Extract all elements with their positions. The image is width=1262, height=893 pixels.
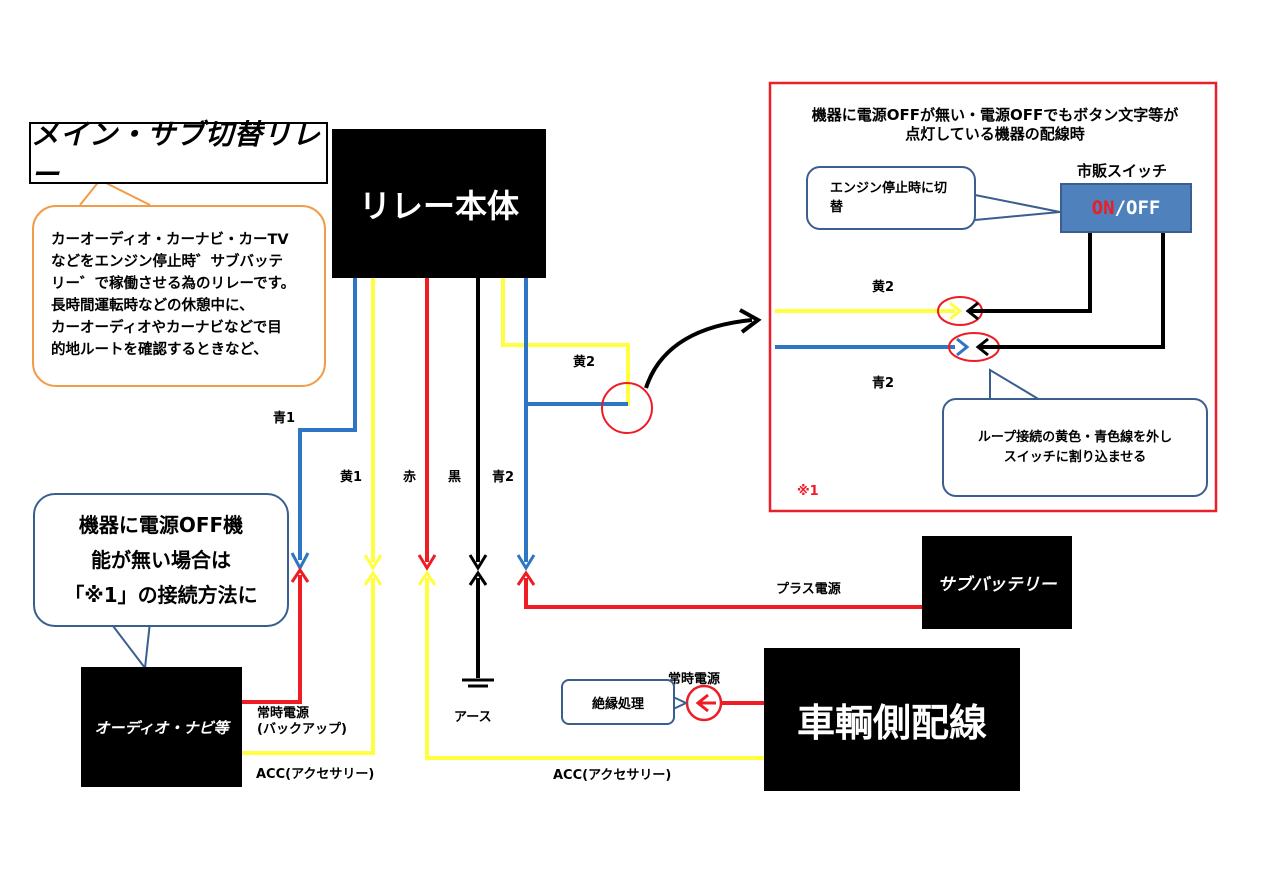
- panel-title-line: 点灯している機器の配線時: [905, 125, 1085, 143]
- switch-wire-on-arrow: [965, 301, 979, 321]
- sub-battery-label: サブバッテリー: [937, 575, 1057, 595]
- panel-border: [768, 81, 1218, 513]
- wire-yellow-acc-left: [242, 578, 375, 755]
- wire-red-plus: [524, 578, 922, 609]
- vehicle-wiring-label: 車輌側配線: [796, 701, 987, 745]
- description-line: 長時間運転時などの休憩中に、: [51, 298, 254, 314]
- loop-highlight-circle: [601, 382, 653, 434]
- panel-title: 機器に電源OFFが無い・電源OFFでもボタン文字等が 点灯している機器の配線時: [775, 106, 1215, 144]
- panel-label-yellow2: 黄2: [872, 280, 895, 295]
- panel-yellow-connector: [949, 301, 963, 321]
- description-line: 的地ルートを確認するときなど、: [51, 342, 268, 358]
- panel-label-blue2: 青2: [872, 376, 895, 391]
- switch-wire-off-arrow: [975, 337, 989, 357]
- loop-bubble: ループ接続の黄色・青色線を外し スイッチに割り込ませる: [942, 398, 1208, 497]
- connector-blue2: [516, 554, 536, 571]
- acc-bottom-label: ACC(アクセサリー): [553, 768, 672, 783]
- loop-bubble-line: スイッチに割り込ませる: [1003, 449, 1147, 465]
- wire-label-black: 黒: [448, 470, 462, 485]
- wire-red-backup: [242, 575, 302, 704]
- connector-yellow1-bottom: [363, 570, 383, 586]
- pointer-arrowhead: [739, 308, 762, 334]
- constant-power-label: 常時電源: [668, 672, 721, 687]
- wire-yellow2-loop: [501, 278, 630, 406]
- wire-label-blue2: 青2: [492, 470, 515, 485]
- panel-blue-connector: [956, 337, 970, 357]
- engine-stop-bubble: エンジン停止時に切 替: [806, 166, 976, 230]
- relay-body: リレー本体: [332, 129, 546, 278]
- connector-yellow-acc-bottom: [417, 570, 437, 586]
- plus-power-label: プラス電源: [776, 582, 841, 597]
- switch-off-label: OFF: [1126, 197, 1161, 219]
- connector-black-top: [468, 554, 488, 571]
- switch-on-label: ON: [1091, 197, 1115, 219]
- wire-yellow-acc-bottom: [425, 578, 764, 760]
- wire-label-red: 赤: [403, 470, 417, 485]
- commercial-switch: ON / OFF: [1060, 183, 1192, 233]
- sub-battery-box: サブバッテリー: [922, 536, 1072, 629]
- vehicle-wiring-box: 車輌側配線: [764, 648, 1020, 791]
- insulation-label: 絶縁処理: [591, 696, 644, 712]
- pointer-arrow: [644, 318, 753, 389]
- connector-black-bottom: [468, 570, 488, 586]
- description-bubble: カーオーディオ・カーナビ・カーTV などをエンジン停止時゛サブバッテ リー゛で稼…: [32, 205, 326, 387]
- connector-red-backup: [290, 567, 310, 583]
- insulation-bubble: 絶縁処理: [561, 679, 675, 725]
- description-line: リー゛で稼働させる為のリレーです。: [51, 276, 296, 292]
- warning-line: 「※1」の接続方法に: [64, 582, 258, 607]
- audio-navi-box: オーディオ・ナビ等: [81, 667, 242, 787]
- panel-title-line: 機器に電源OFFが無い・電源OFFでもボタン文字等が: [811, 106, 1179, 124]
- loop-bubble-tail: [989, 368, 1041, 401]
- backup-power-label: 常時電源 (バックアップ): [257, 706, 347, 738]
- wire-label-yellow1: 黄1: [340, 470, 363, 485]
- warning-line: 機器に電源OFF機: [78, 512, 244, 537]
- wire-blue1: [298, 278, 357, 560]
- connector-red-top: [417, 554, 437, 571]
- switch-wire-on: [968, 233, 1092, 313]
- engine-bubble-line: エンジン停止時に切: [830, 181, 948, 196]
- backup-power-line: 常時電源: [257, 706, 310, 721]
- wire-label-yellow2: 黄2: [573, 355, 596, 370]
- switch-separator: /: [1114, 197, 1126, 219]
- acc-left-label: ACC(アクセサリー): [256, 767, 375, 782]
- loop-bubble-line: ループ接続の黄色・青色線を外し: [977, 429, 1173, 445]
- warning-bubble-tail: [109, 621, 151, 671]
- engine-bubble-line: 替: [830, 200, 844, 215]
- warning-bubble: 機器に電源OFF機 能が無い場合は 「※1」の接続方法に: [33, 493, 289, 627]
- relay-body-label: リレー本体: [358, 186, 519, 225]
- title-text: メイン・サブ切替リレー: [31, 118, 322, 191]
- connector-red-plus: [516, 570, 536, 586]
- description-line: などをエンジン停止時゛サブバッテ: [51, 254, 283, 270]
- switch-title: 市販スイッチ: [1077, 162, 1168, 180]
- ground-label: アース: [454, 710, 492, 725]
- engine-bubble-tail: [974, 194, 1061, 221]
- wire-label-blue1: 青1: [273, 411, 296, 426]
- description-line: カーオーディオやカーナビなどで目: [51, 320, 282, 336]
- panel-note: ※1: [797, 484, 819, 499]
- backup-power-line: (バックアップ): [257, 722, 347, 737]
- title-box: メイン・サブ切替リレー: [29, 118, 328, 191]
- audio-navi-label: オーディオ・ナビ等: [94, 718, 229, 737]
- switch-wire-off: [978, 233, 1165, 349]
- warning-line: 能が無い場合は: [91, 547, 231, 572]
- connector-yellow1-top: [363, 554, 383, 571]
- description-line: カーオーディオ・カーナビ・カーTV: [51, 232, 289, 248]
